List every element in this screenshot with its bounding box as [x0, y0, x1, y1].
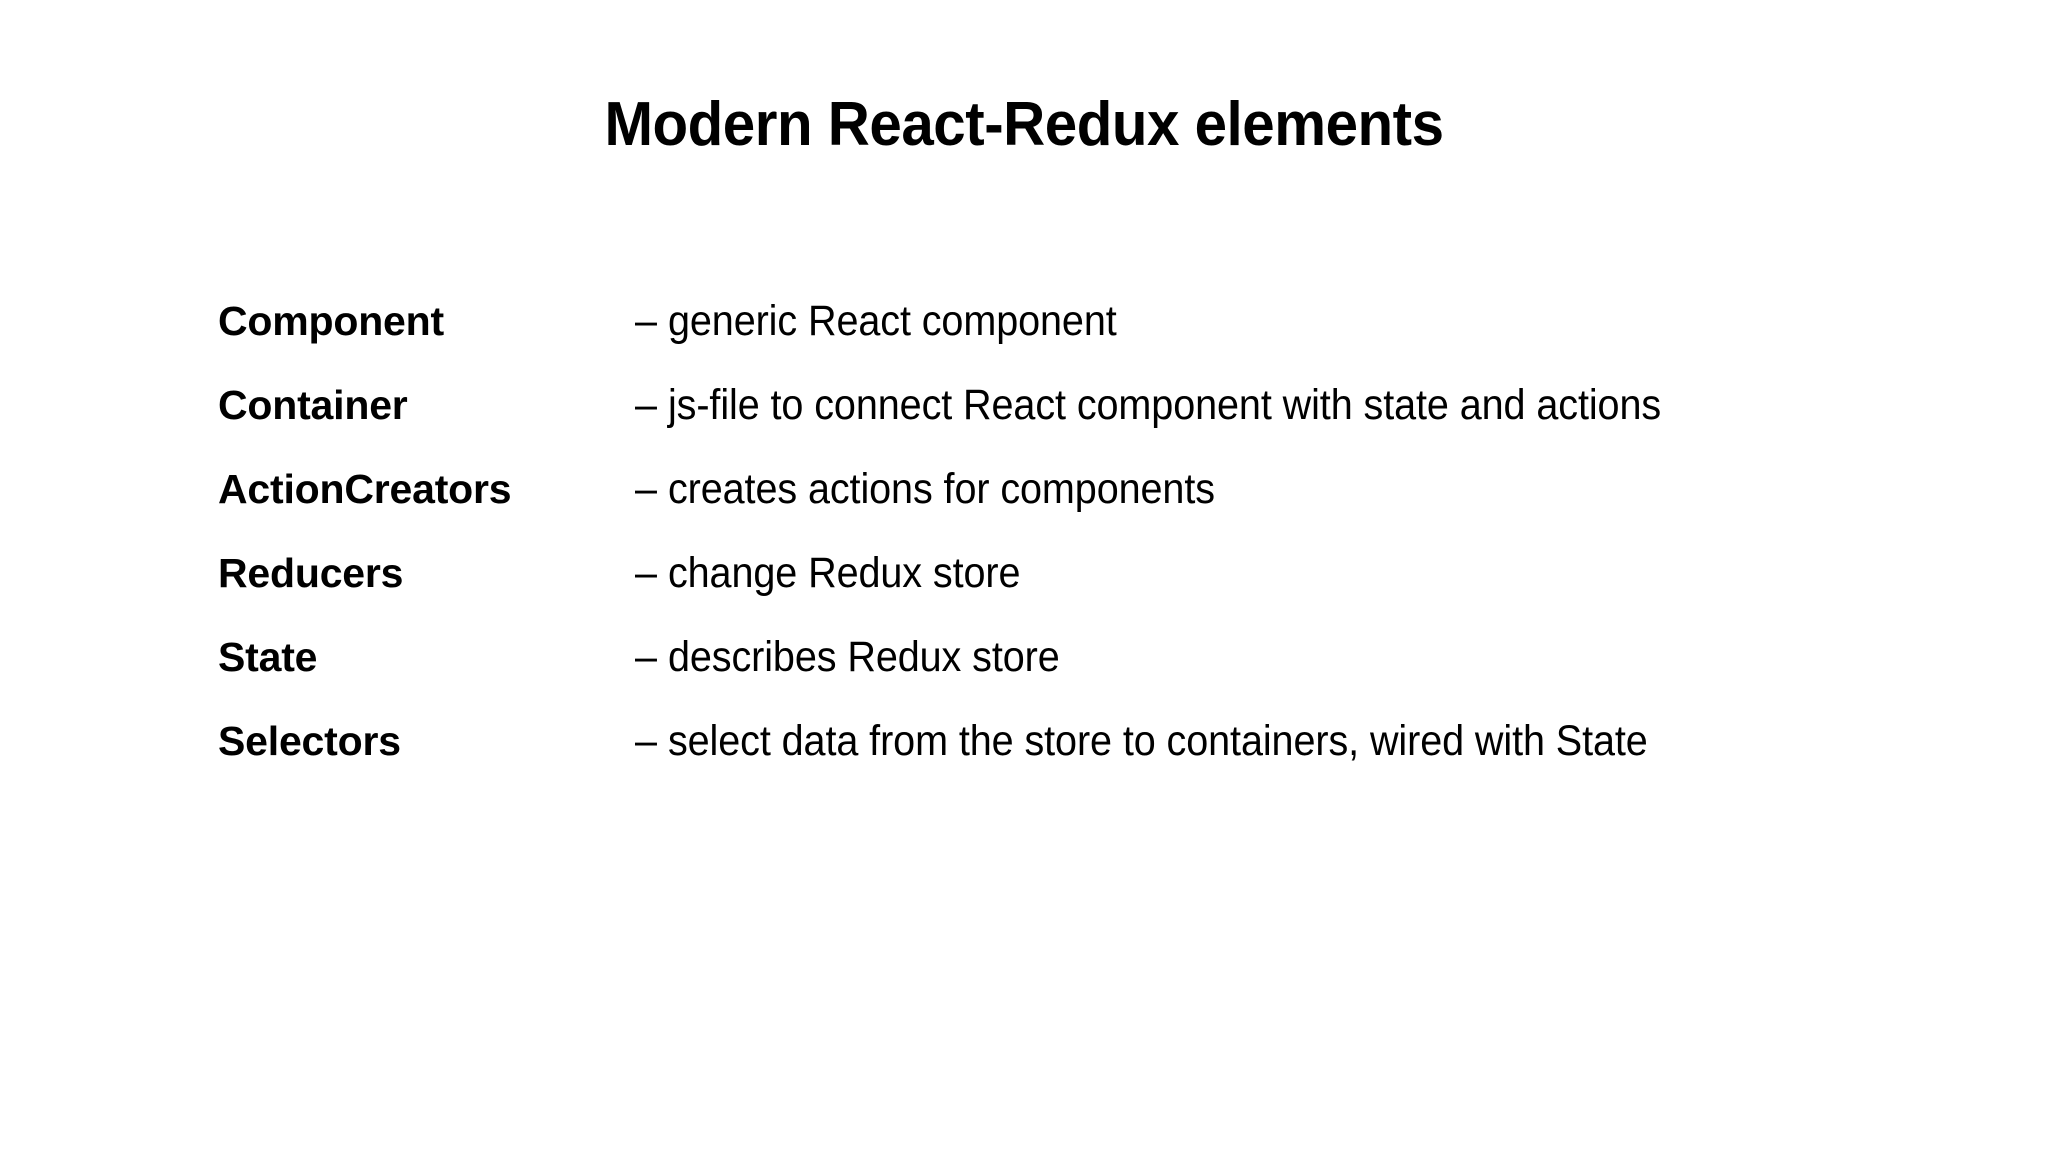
description-selectors: –select data from the store to container…: [635, 720, 1871, 763]
term-actioncreators: ActionCreators: [218, 466, 512, 512]
definition-row-reducers: Reducers –change Redux store: [218, 552, 1978, 636]
description-actioncreators: –creates actions for components: [635, 468, 1871, 511]
page-title: Modern React-Redux elements: [604, 90, 1444, 159]
dash-separator-icon: –: [635, 381, 657, 429]
term-reducers: Reducers: [218, 550, 404, 596]
description-container: –js-file to connect React component with…: [635, 384, 1871, 427]
description-state: –describes Redux store: [635, 636, 1871, 679]
description-reducers: –change Redux store: [635, 552, 1871, 595]
definition-row-selectors: Selectors –select data from the store to…: [218, 720, 1978, 804]
description-text: describes Redux store: [667, 633, 1060, 681]
description-text: change Redux store: [667, 549, 1021, 597]
definition-row-state: State –describes Redux store: [218, 636, 1978, 720]
definition-row-container: Container –js-file to connect React comp…: [218, 384, 1978, 468]
dash-separator-icon: –: [635, 717, 657, 765]
description-component: –generic React component: [635, 300, 1871, 343]
description-text: generic React component: [667, 297, 1117, 345]
term-container: Container: [218, 382, 408, 428]
definition-row-actioncreators: ActionCreators –creates actions for comp…: [218, 468, 1978, 552]
description-text: js-file to connect React component with …: [667, 381, 1662, 429]
description-text: select data from the store to containers…: [667, 717, 1648, 765]
term-state: State: [218, 634, 318, 680]
term-selectors: Selectors: [218, 718, 401, 764]
dash-separator-icon: –: [635, 297, 657, 345]
dash-separator-icon: –: [635, 465, 657, 513]
dash-separator-icon: –: [635, 549, 657, 597]
definition-list: Component –generic React component Conta…: [218, 300, 1978, 804]
dash-separator-icon: –: [635, 633, 657, 681]
description-text: creates actions for components: [667, 465, 1215, 513]
term-component: Component: [218, 298, 444, 344]
definition-row-component: Component –generic React component: [218, 300, 1978, 384]
